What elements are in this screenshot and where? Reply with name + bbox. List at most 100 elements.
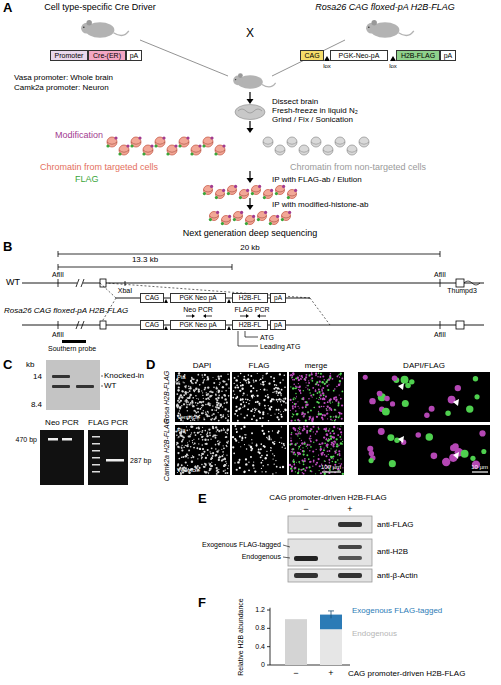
cell-nucleus (271, 439, 272, 440)
nucleosome (287, 189, 297, 199)
cell-nucleus (194, 432, 196, 434)
cell-nucleus (188, 386, 189, 387)
cell-nucleus (309, 438, 311, 440)
cell-nucleus (266, 454, 268, 456)
cell-nucleus (204, 463, 206, 465)
cell-nucleus (303, 454, 305, 456)
cell-nucleus (298, 461, 300, 463)
cell-nucleus (185, 461, 187, 463)
construct-element-box: CAG (140, 293, 164, 303)
cell-nucleus (309, 417, 311, 419)
cell-nucleus (191, 400, 193, 402)
cell-nucleus (318, 413, 320, 415)
cell-nucleus (203, 380, 204, 381)
modification-dot (276, 215, 279, 218)
pcr-gel (88, 430, 128, 485)
cell-nucleus (176, 434, 178, 436)
cell-nucleus (305, 407, 306, 408)
cell-nucleus (293, 448, 295, 450)
annotation-label: anti-FLAG (377, 521, 413, 529)
lox-site (227, 299, 231, 303)
cell-nucleus (193, 410, 195, 412)
cell-nucleus (259, 411, 261, 413)
cell-nucleus (301, 459, 303, 461)
cell-nucleus (226, 401, 228, 403)
annotation-label: 287 bp (130, 457, 151, 464)
cell-nucleus (216, 473, 218, 475)
cell-nucleus (320, 373, 322, 375)
cell-nucleus (263, 433, 265, 435)
cell-nucleus (251, 418, 253, 420)
cell-nucleus (333, 436, 335, 438)
cell-nucleus (279, 373, 281, 375)
cell-nucleus (342, 473, 344, 475)
cell-nucleus (299, 408, 300, 409)
cell-nucleus (390, 401, 395, 406)
histone-core (228, 186, 237, 195)
modification-dot (162, 136, 165, 139)
cell-nucleus (321, 390, 323, 392)
cell-nucleus (298, 448, 299, 449)
cell-nucleus (315, 384, 317, 386)
cell-nucleus (248, 461, 249, 462)
cell-nucleus (315, 390, 317, 392)
flag-dot (209, 218, 212, 221)
blot-band (52, 385, 70, 388)
cell-nucleus (384, 396, 389, 401)
cell-nucleus (247, 408, 249, 410)
cell-nucleus (298, 379, 300, 381)
cell-nucleus (244, 434, 245, 435)
cell-nucleus (263, 445, 265, 447)
cell-nucleus (189, 435, 191, 437)
cell-nucleus (213, 434, 215, 436)
cell-nucleus (309, 392, 310, 393)
cell-nucleus (304, 378, 305, 379)
cell-nucleus (210, 403, 211, 404)
cell-nucleus (189, 390, 191, 392)
cell-nucleus (199, 448, 201, 450)
cell-nucleus (204, 467, 205, 468)
cell-nucleus (175, 381, 176, 382)
cell-nucleus (252, 464, 254, 466)
cell-nucleus (217, 443, 219, 445)
cell-nucleus (340, 374, 341, 375)
cell-nucleus (215, 398, 217, 400)
cell-nucleus (240, 373, 242, 375)
cell-nucleus (183, 437, 185, 439)
cell-nucleus (315, 463, 317, 465)
cell-nucleus (306, 454, 308, 456)
cell-nucleus (283, 398, 284, 399)
annotation-label: 0.4 (255, 643, 265, 650)
cell-nucleus (202, 413, 204, 415)
cell-nucleus (225, 436, 227, 438)
cell-nucleus (181, 464, 183, 466)
nucleosome (269, 215, 279, 225)
cell-nucleus (291, 469, 293, 471)
cell-nucleus (198, 454, 200, 456)
cell-nucleus (470, 456, 475, 461)
annotation-label: lox (389, 63, 397, 69)
cell-nucleus (292, 372, 294, 374)
cell-nucleus (265, 408, 266, 409)
cell-nucleus (302, 398, 304, 400)
cell-nucleus (241, 388, 243, 390)
southern-blot (46, 360, 100, 410)
cell-nucleus (293, 461, 295, 463)
modification-dot (240, 211, 243, 214)
micrograph-background (358, 425, 490, 475)
cell-nucleus (257, 373, 258, 374)
pcr-gel (40, 430, 84, 485)
cell-nucleus (297, 377, 299, 379)
cell-nucleus (308, 398, 310, 400)
recombination-line (310, 298, 330, 325)
annotation-label: X (246, 27, 254, 39)
cell-nucleus (296, 443, 297, 444)
cell-nucleus (335, 400, 337, 402)
mouse-ear (238, 73, 243, 78)
cell-nucleus (202, 444, 203, 445)
dna-wrap (155, 142, 165, 144)
cell-nucleus (234, 394, 235, 395)
cell-nucleus (181, 441, 183, 443)
cell-nucleus (262, 417, 264, 419)
cell-nucleus (315, 433, 316, 434)
